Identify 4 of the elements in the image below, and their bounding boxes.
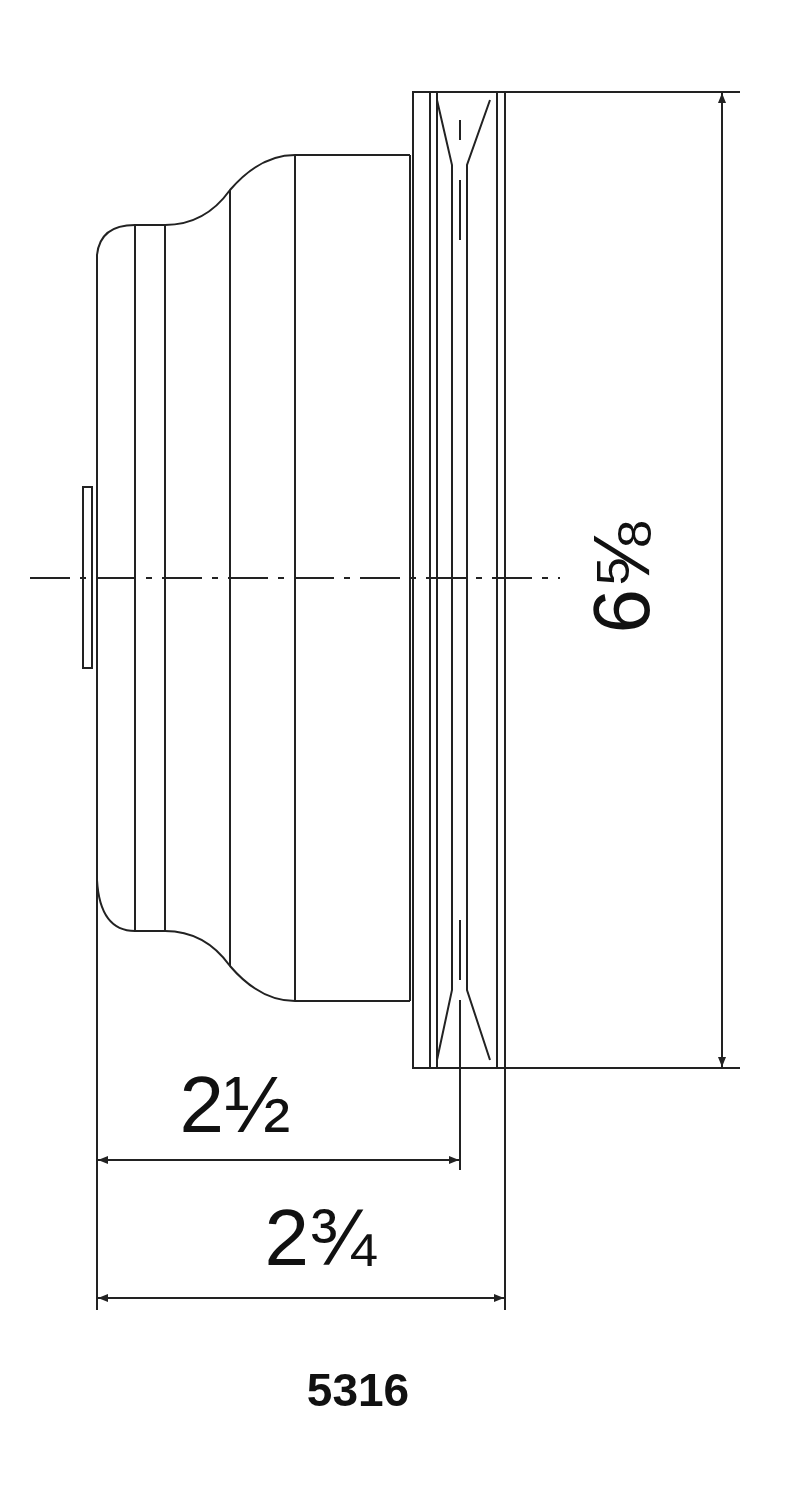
dimension-text: 6⅝ [582,522,662,634]
dimension-text: 2¾ [264,1198,376,1278]
part-number: 5316 [306,1367,410,1413]
dimension-text: 2½ [179,1065,291,1145]
